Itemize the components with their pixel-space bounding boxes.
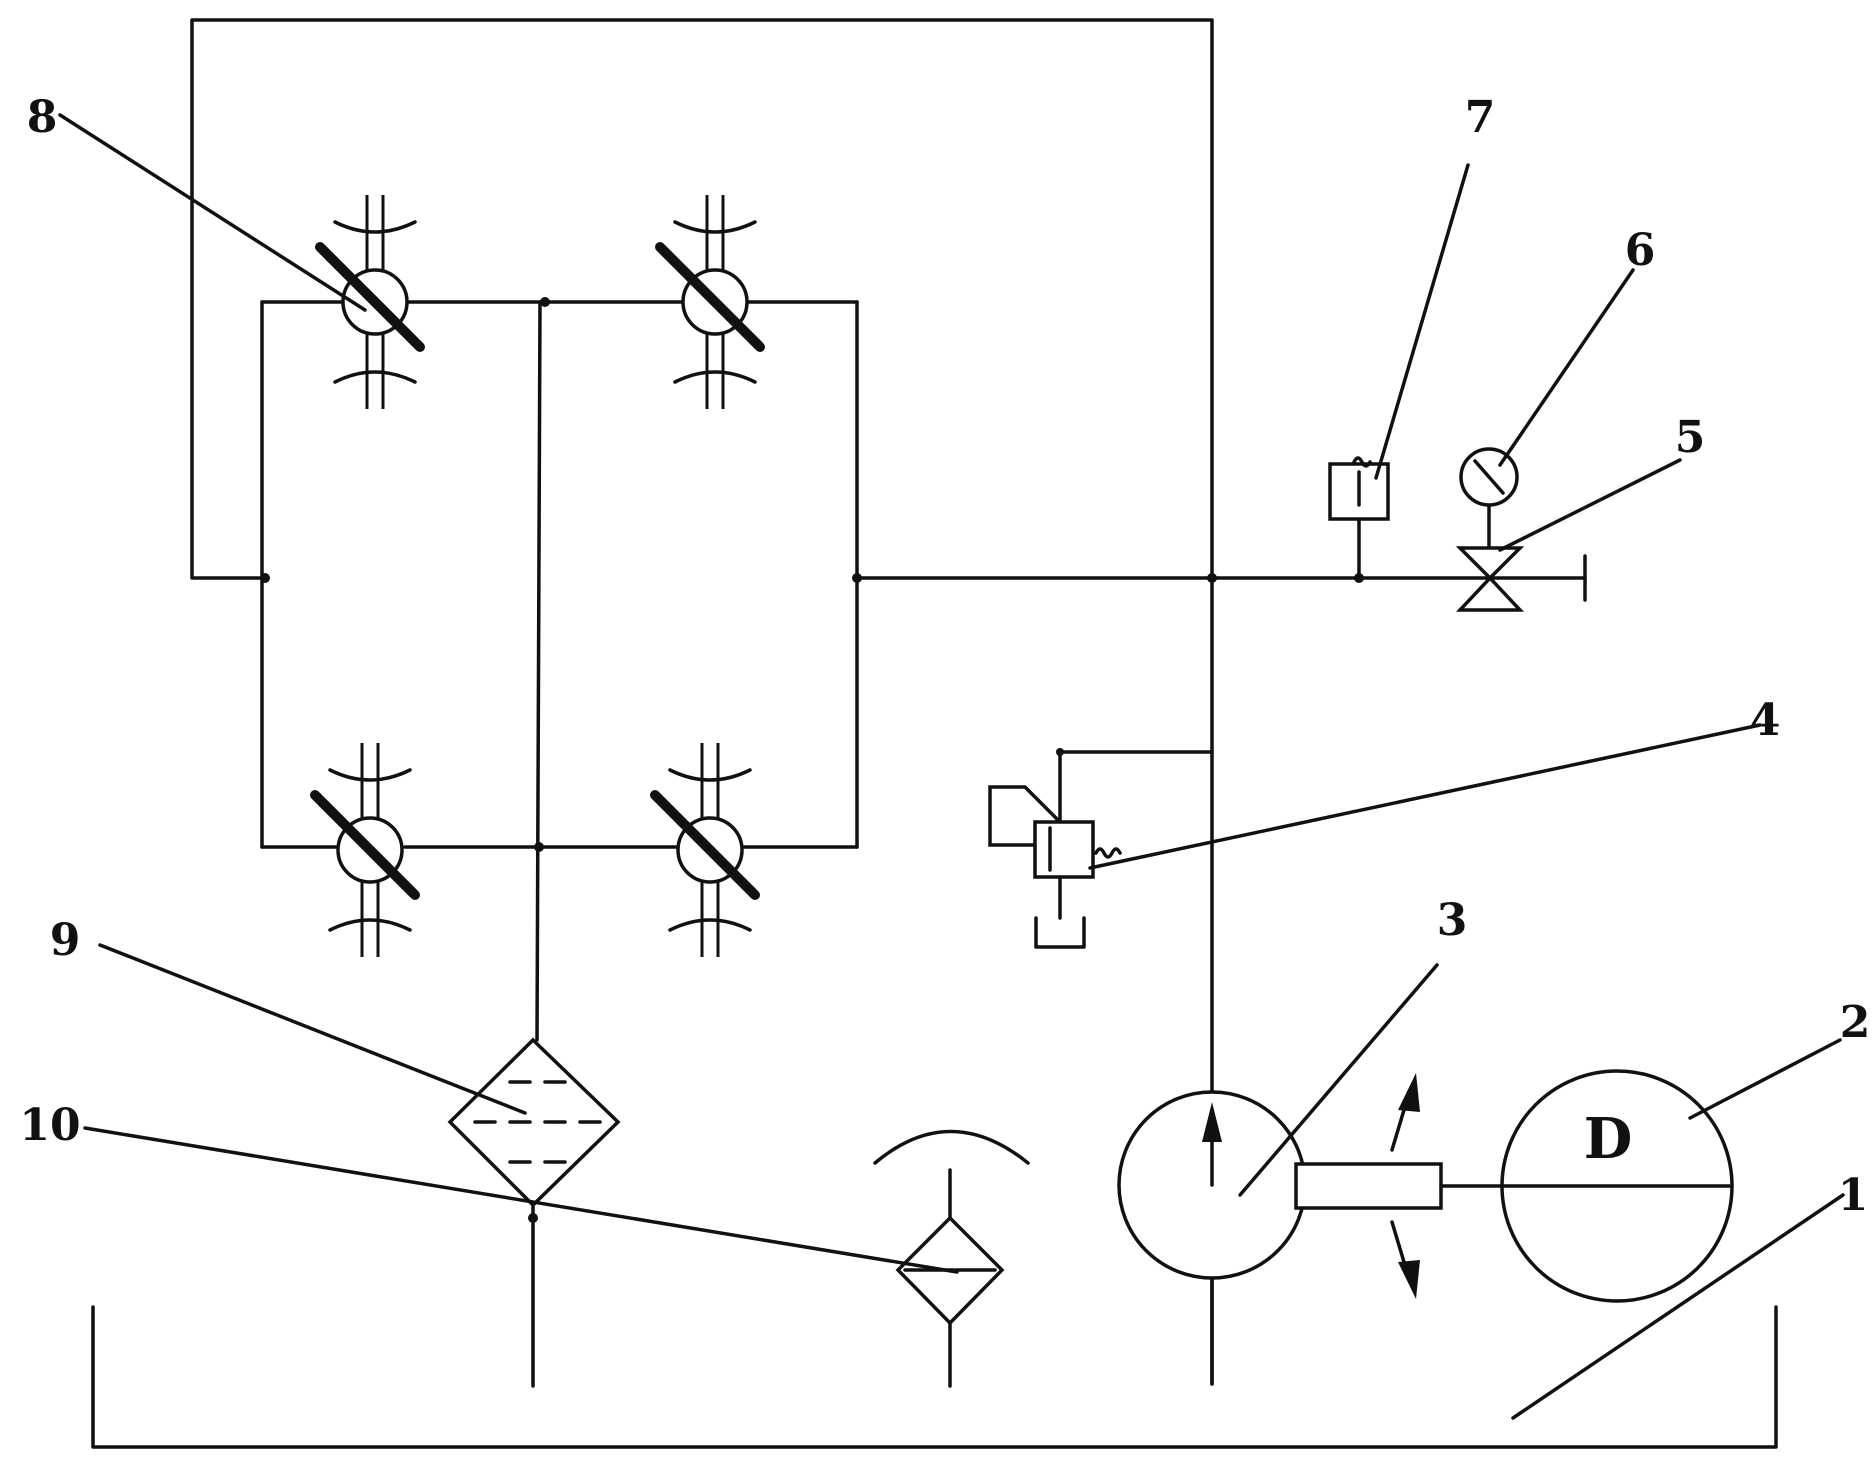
label-4: 4 bbox=[1750, 695, 1781, 746]
label-6: 6 bbox=[1625, 225, 1656, 276]
motor-letter: D bbox=[1584, 1106, 1633, 1172]
label-7: 7 bbox=[1465, 92, 1496, 143]
tank bbox=[93, 1307, 1776, 1447]
label-10: 10 bbox=[19, 1100, 80, 1151]
label-2: 2 bbox=[1840, 997, 1871, 1048]
filter-9 bbox=[450, 1040, 618, 1205]
labels: 8 7 6 5 4 3 2 1 9 10 bbox=[19, 92, 1870, 1221]
variable-motor-bottom-right bbox=[655, 743, 755, 957]
label-3: 3 bbox=[1437, 895, 1468, 946]
filter-10 bbox=[875, 1132, 1028, 1324]
junction-dots bbox=[260, 297, 1364, 1223]
label-9: 9 bbox=[50, 915, 81, 966]
label-1: 1 bbox=[1838, 1170, 1869, 1221]
label-8: 8 bbox=[27, 92, 58, 143]
pressure-gauge-6 bbox=[1461, 449, 1517, 505]
label-5: 5 bbox=[1675, 412, 1706, 463]
pump-3 bbox=[1119, 1092, 1305, 1384]
variable-motor-bottom-left bbox=[315, 743, 415, 957]
